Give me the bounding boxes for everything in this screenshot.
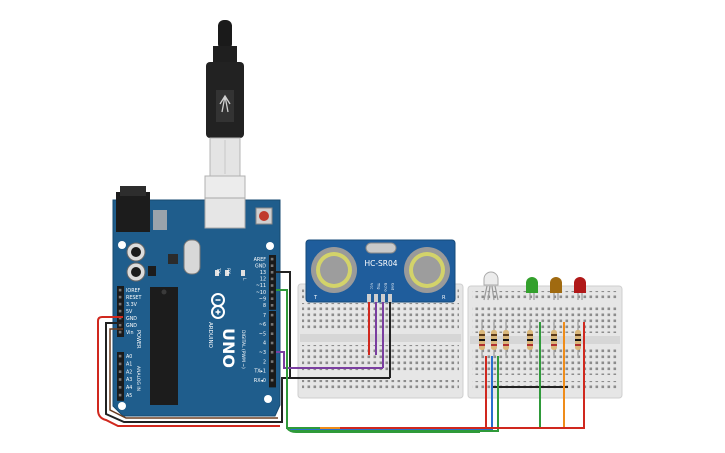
digital-top-pin-0[interactable] [270, 257, 274, 261]
led-label-rx: RX [225, 268, 231, 274]
analog-pin-0[interactable] [118, 354, 122, 358]
digital-top-label-3: 12 [260, 277, 266, 283]
corner-letter-t: T [313, 295, 318, 301]
digital-bottom-label-6: TX▸1 [253, 369, 266, 375]
arduino-signal-wires[interactable] [97, 271, 585, 433]
sensor-pin-2[interactable] [381, 294, 385, 302]
arduino-logo [211, 293, 225, 319]
power-pin-5[interactable] [118, 323, 122, 327]
led-green[interactable] [526, 277, 538, 300]
arduino-brand: ARDUINO [207, 322, 213, 349]
digital-bottom-pin-5[interactable] [270, 360, 274, 363]
corner-letter-r: R [442, 295, 446, 301]
digital-bottom-pin-2[interactable] [270, 332, 274, 335]
digital-top-label-4: ~11 [256, 283, 266, 289]
digital-pwm-label: DIGITAL (PWM ~) [240, 330, 246, 369]
atmega-chip [150, 287, 178, 405]
analog-pin-3[interactable] [118, 378, 122, 381]
power-label-1: RESET [126, 295, 141, 301]
power-pin-3[interactable] [118, 309, 122, 313]
power-label-3: 5V [126, 309, 133, 315]
led-red[interactable] [574, 277, 586, 300]
digital-top-label-7: 8 [263, 303, 266, 309]
power-label-4: GND [126, 316, 137, 322]
analog-pin-5[interactable] [118, 393, 122, 397]
sensor-model: HC-SR04 [364, 259, 397, 268]
digital-bottom-pin-7[interactable] [270, 378, 274, 382]
sensor-pin-3[interactable] [388, 294, 392, 302]
analog-pin-4[interactable] [118, 386, 122, 389]
arduino-uno-board[interactable]: TX RX L ARDUINO UNO DIGITAL (PWM ~) POWE… [112, 186, 281, 417]
digital-top-pin-6[interactable] [270, 297, 274, 300]
analog-label-0: A0 [126, 354, 132, 360]
power-label-6: Vin [126, 330, 134, 336]
digital-top-pin-4[interactable] [270, 284, 274, 287]
crystal [365, 242, 397, 254]
digital-bottom-label-4: ~3 [259, 350, 266, 356]
sensor-pin-label-1: Trig [377, 282, 381, 289]
sensor-pin-label-3: Gnd [391, 283, 395, 290]
usb-port [204, 197, 246, 229]
digital-top-label-6: ~9 [259, 296, 266, 302]
digital-top-pin-1[interactable] [270, 264, 274, 267]
power-pin-4[interactable] [118, 316, 122, 320]
power-jack [116, 192, 150, 232]
digital-top-pin-7[interactable] [270, 304, 274, 307]
digital-bottom-label-0: 7 [263, 313, 266, 319]
power-label: POWER [135, 330, 141, 349]
digital-bottom-label-2: ~5 [259, 331, 266, 337]
analog-label-5: A5 [126, 393, 132, 399]
digital-top-label-1: GND [255, 263, 266, 269]
digital-bottom-label-3: 4 [263, 341, 266, 347]
digital-bottom-label-7: RX◂0 [254, 378, 266, 384]
analog-pin-2[interactable] [118, 370, 122, 373]
digital-top-label-5: ~10 [256, 290, 266, 296]
digital-top-label-0: AREF [254, 257, 267, 263]
digital-bottom-label-1: ~6 [259, 322, 266, 328]
digital-bottom-pin-4[interactable] [270, 351, 274, 354]
analog-label-1: A1 [126, 362, 132, 368]
usb-icon [219, 94, 231, 113]
digital-bottom-pin-0[interactable] [270, 313, 274, 317]
power-pin-6[interactable] [118, 330, 122, 334]
sensor-pin-0[interactable] [367, 294, 371, 302]
digital-top-label-2: 13 [260, 270, 266, 276]
rgb-led[interactable] [483, 271, 499, 301]
power-pin-2[interactable] [118, 302, 122, 306]
power-label-0: IOREF [126, 288, 141, 294]
digital-bottom-pin-1[interactable] [270, 323, 274, 326]
power-label-2: 3.3V [126, 302, 138, 308]
sensor-pin-label-2: Echo [384, 283, 388, 292]
led-label-l: L [241, 278, 247, 281]
digital-bottom-label-5: 2 [263, 359, 266, 365]
led-label-tx: TX [215, 267, 221, 274]
digital-top-pin-5[interactable] [270, 290, 274, 294]
digital-top-pin-3[interactable] [270, 277, 274, 281]
digital-header-bottom[interactable]: 7 ~6 ~5 4 ~3 2TX▸1RX◂0 [253, 311, 276, 388]
analog-label-3: A3 [126, 377, 132, 383]
analog-pin-1[interactable] [118, 362, 122, 366]
resistors[interactable] [479, 322, 581, 358]
sensor-pin-1[interactable] [374, 294, 378, 302]
usb-cable[interactable] [204, 20, 246, 223]
led-yellow[interactable] [550, 277, 562, 300]
arduino-model: UNO [219, 328, 238, 368]
sensor-jumper-wires[interactable] [368, 302, 391, 378]
digital-bottom-pin-6[interactable] [270, 369, 274, 373]
analog-label: ANALOG IN [135, 366, 141, 391]
power-pin-1[interactable] [118, 295, 122, 299]
digital-top-pin-2[interactable] [270, 271, 274, 274]
power-label-5: GND [126, 323, 137, 329]
analog-label-4: A4 [126, 385, 132, 391]
power-pin-0[interactable] [118, 288, 122, 292]
sensor-pin-label-0: Vcc [370, 283, 374, 289]
analog-label-2: A2 [126, 369, 132, 375]
digital-bottom-pin-3[interactable] [270, 341, 274, 345]
